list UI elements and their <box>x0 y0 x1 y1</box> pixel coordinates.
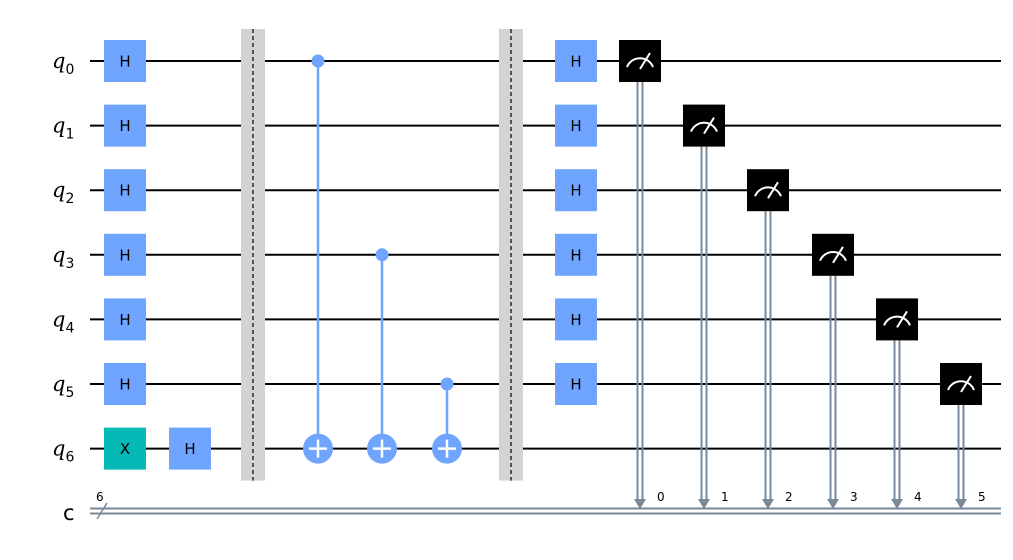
meter-needle-icon <box>832 246 844 264</box>
qubit-index: 2 <box>65 191 74 207</box>
qubit-letter: q <box>52 243 65 267</box>
qubit-index: 3 <box>65 256 74 272</box>
classical-register-size: 6 <box>96 490 104 504</box>
measure-gate-q3 <box>812 233 854 276</box>
x-gate-q6 <box>104 427 146 470</box>
control-dot-q3 <box>375 248 389 262</box>
qubit-index: 4 <box>65 320 74 336</box>
gate-label: H <box>119 182 130 200</box>
meter-arc-icon <box>883 315 911 326</box>
meter-arc-icon <box>754 186 782 197</box>
qubit-label-0: q0 <box>52 49 74 78</box>
control-dot-q0 <box>311 54 325 68</box>
hadamard-gate-q4 <box>555 298 597 341</box>
classical-bit-label-3: 3 <box>850 490 858 504</box>
gate-label: H <box>119 376 130 394</box>
gate-label: H <box>570 53 581 71</box>
gate-layer: H H H H H H X H H H H H H H <box>104 40 982 470</box>
gate-label: H <box>119 53 130 71</box>
measure-arrow-5 <box>955 499 967 509</box>
qubit-label-1: q1 <box>52 114 74 143</box>
gate-label: H <box>184 440 195 458</box>
gate-label: H <box>119 246 130 264</box>
hadamard-gate-q5 <box>104 363 146 405</box>
hadamard-gate-q0 <box>104 40 146 82</box>
hadamard-gate-q2 <box>555 169 597 212</box>
meter-arc-icon <box>819 251 847 262</box>
qubit-label-6: q6 <box>52 437 74 466</box>
classical-bit-label-4: 4 <box>914 490 922 504</box>
connection-layer <box>316 61 967 509</box>
meter-arc-icon <box>947 380 975 391</box>
gate-label: H <box>570 376 581 394</box>
gate-label: H <box>119 117 130 135</box>
measure-arrow-0 <box>634 499 646 509</box>
wire-layer <box>90 60 1001 520</box>
qubit-letter: q <box>52 307 65 331</box>
gate-label: H <box>570 182 581 200</box>
measure-arrow-2 <box>762 499 774 509</box>
hadamard-gate-q3 <box>555 233 597 276</box>
control-dot-q5 <box>440 377 454 391</box>
gate-label: H <box>570 311 581 329</box>
qubit-label-4: q4 <box>52 307 74 336</box>
meter-arc-icon <box>626 57 654 68</box>
qubit-label-2: q2 <box>52 178 74 207</box>
classical-bit-label-2: 2 <box>785 490 793 504</box>
qubit-letter: q <box>52 49 65 73</box>
hadamard-gate-q5 <box>555 363 597 405</box>
measure-gate-q1 <box>683 104 725 147</box>
meter-needle-icon <box>703 117 715 135</box>
measure-gate-q5 <box>940 363 982 405</box>
meter-needle-icon <box>639 52 651 70</box>
qubit-index: 5 <box>65 385 74 401</box>
qubit-label-5: q5 <box>52 372 74 401</box>
qubit-index: 6 <box>65 450 74 466</box>
measure-gate-q4 <box>876 298 918 341</box>
hadamard-gate-q3 <box>104 233 146 276</box>
hadamard-gate-q1 <box>104 104 146 147</box>
qubit-letter: q <box>52 114 65 138</box>
classical-bundle-slash <box>96 502 108 520</box>
hadamard-gate-q0 <box>555 40 597 82</box>
qubit-index: 1 <box>65 127 74 143</box>
hadamard-gate-q1 <box>555 104 597 147</box>
qubit-letter: q <box>52 437 65 461</box>
hadamard-gate-q4 <box>104 298 146 341</box>
classical-bit-label-0: 0 <box>657 490 665 504</box>
barrier-layer <box>241 29 523 481</box>
gate-label: H <box>119 311 130 329</box>
hadamard-gate-q2 <box>104 169 146 212</box>
measure-arrow-3 <box>827 499 839 509</box>
meter-needle-icon <box>960 375 972 393</box>
qubit-letter: q <box>52 178 65 202</box>
gate-label: X <box>120 440 130 458</box>
classical-bit-label-5: 5 <box>978 490 986 504</box>
meter-needle-icon <box>896 310 908 328</box>
gate-label: H <box>570 246 581 264</box>
measure-arrow-4 <box>891 499 903 509</box>
classical-bit-label-1: 1 <box>721 490 729 504</box>
classical-register-label: c <box>63 501 75 525</box>
measure-arrow-1 <box>698 499 710 509</box>
qubit-index: 0 <box>65 62 74 78</box>
gate-label: H <box>570 117 581 135</box>
hadamard-gate-q6 <box>169 427 211 470</box>
qubit-label-3: q3 <box>52 243 74 272</box>
meter-arc-icon <box>690 121 718 133</box>
measure-gate-q0 <box>619 40 661 82</box>
meter-needle-icon <box>767 181 779 199</box>
measure-gate-q2 <box>747 169 789 212</box>
qubit-letter: q <box>52 372 65 396</box>
